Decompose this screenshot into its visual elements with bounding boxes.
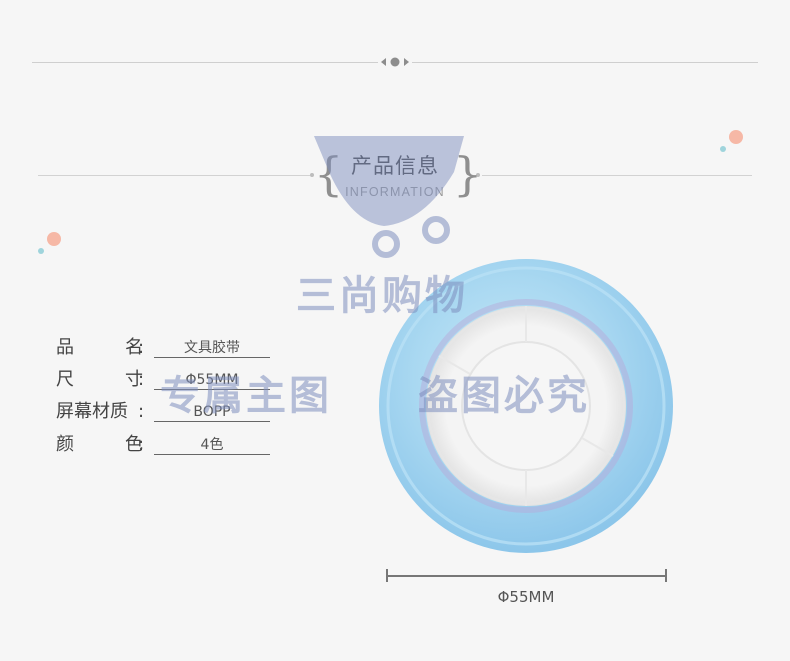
spec-underline [154, 421, 270, 422]
decor-dot-pink-left [47, 232, 61, 246]
spec-colon: : [138, 369, 145, 390]
dimension-label: Φ55MM [497, 588, 555, 606]
decor-dot-teal-left [38, 248, 44, 254]
spec-label-size: 尺寸 [56, 369, 143, 391]
spec-underline [154, 389, 270, 390]
spec-label-color: 颜色 [56, 434, 143, 456]
spec-underline [154, 357, 270, 358]
spec-label-name-char-2: 名 [125, 337, 143, 358]
spec-value-color: 4色 [200, 437, 224, 453]
top-divider-left [32, 62, 378, 63]
spec-colon: : [138, 337, 145, 358]
header-divider-left [38, 175, 310, 176]
spec-value-material: BOPP [193, 404, 231, 420]
watermark-brand: 三尚购物 [296, 273, 468, 319]
header-divider-dot-right [476, 173, 480, 177]
watermark-right-text: 盗图必究 [418, 373, 590, 419]
spec-label-color-char-1: 颜 [56, 434, 74, 455]
dimension-tick-left [386, 569, 388, 582]
watermark-left-text: 专属主图 [160, 373, 332, 419]
spec-colon: : [138, 434, 145, 455]
spec-label-name: 品名 [56, 337, 143, 359]
diamond-ornament-icon [381, 57, 409, 67]
spec-label-material: 屏幕材质 [56, 401, 128, 422]
shopping-cart-icon [314, 136, 464, 258]
spec-label-name-char-1: 品 [56, 337, 74, 358]
dimension-tick-right [665, 569, 667, 582]
spec-underline [154, 454, 270, 455]
spec-value-size: Φ55MM [185, 372, 239, 388]
spec-label-color-char-2: 色 [125, 434, 143, 455]
spec-colon: : [138, 401, 145, 422]
decor-dot-teal-right [720, 146, 726, 152]
decor-dot-pink-right [729, 130, 743, 144]
spec-value-name: 文具胶带 [184, 340, 240, 356]
header-divider-dot-left [310, 173, 314, 177]
top-divider-right [412, 62, 758, 63]
spec-label-size-char-1: 尺 [56, 369, 74, 390]
tape-roll-image [379, 259, 673, 553]
header-divider-right [482, 175, 752, 176]
spec-label-size-char-2: 寸 [125, 369, 143, 390]
dimension-line [386, 575, 667, 577]
